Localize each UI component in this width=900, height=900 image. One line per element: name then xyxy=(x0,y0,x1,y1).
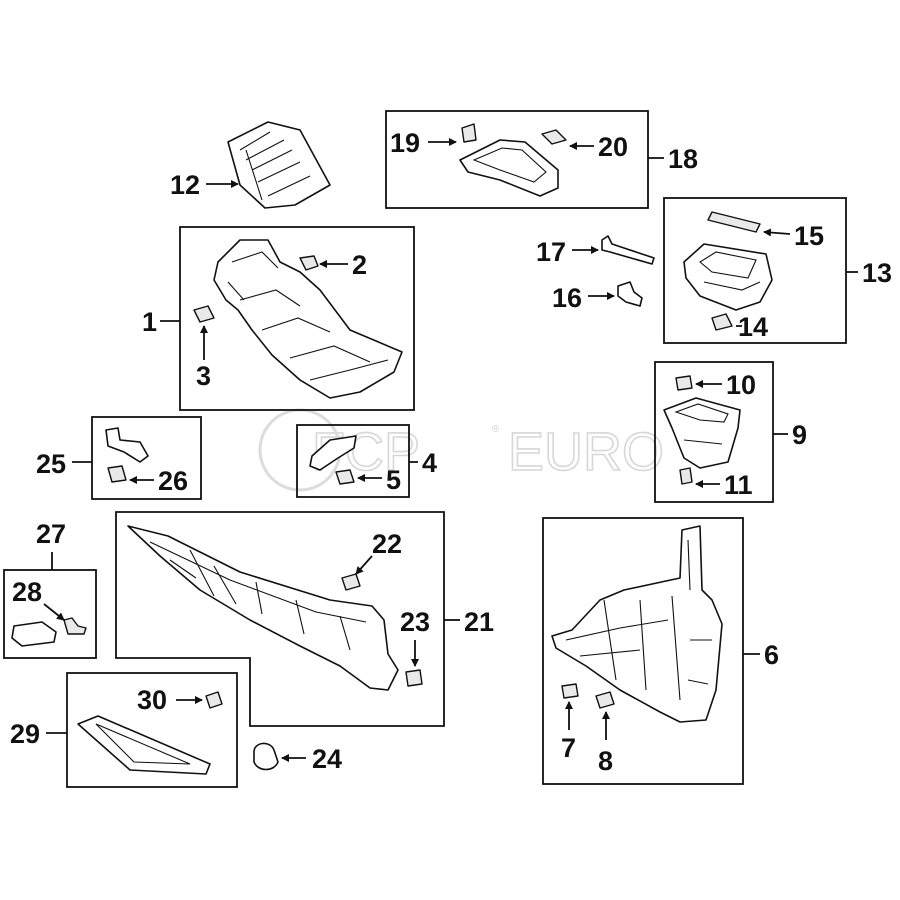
part-23-clip xyxy=(405,669,423,687)
group-box-1: 1 2 3 xyxy=(142,226,415,411)
part-22-clip xyxy=(341,573,361,591)
box-6 xyxy=(542,517,744,785)
callout-28: 28 xyxy=(12,577,42,607)
callout-17: 17 xyxy=(536,237,566,267)
part-12-tray xyxy=(227,121,331,209)
callout-1: 1 xyxy=(142,307,157,337)
part-1-console xyxy=(213,239,403,399)
callout-26: 26 xyxy=(158,466,188,496)
callout-22: 22 xyxy=(372,529,402,559)
callout-19: 19 xyxy=(390,128,420,158)
callout-24: 24 xyxy=(312,744,342,774)
box-18 xyxy=(385,110,649,209)
group-box-21: 22 23 21 xyxy=(115,511,494,727)
callout-25: 25 xyxy=(36,449,66,479)
part-11-clip xyxy=(679,467,693,485)
callout-6: 6 xyxy=(764,640,779,670)
part-10-clip xyxy=(675,375,693,391)
callout-4: 4 xyxy=(422,448,437,478)
leader-22 xyxy=(355,555,373,575)
part-9-inner xyxy=(674,403,729,445)
callout-29: 29 xyxy=(10,719,40,749)
part-28-panel xyxy=(11,621,57,647)
part-16-group: 16 xyxy=(552,281,643,313)
callout-18: 18 xyxy=(668,144,698,174)
part-7-clip xyxy=(561,683,579,699)
callout-16: 16 xyxy=(552,283,582,313)
part-3-clip xyxy=(193,305,215,323)
part-25-bracket xyxy=(105,427,149,463)
callout-30: 30 xyxy=(137,685,167,715)
callout-7: 7 xyxy=(561,733,576,763)
part-13-inner xyxy=(699,251,761,291)
part-18-inner xyxy=(472,147,547,183)
part-1-details xyxy=(227,251,389,381)
group-box-29: 30 29 xyxy=(10,672,238,788)
group-box-6: 7 8 6 xyxy=(542,517,779,785)
callout-9: 9 xyxy=(792,420,807,450)
callout-2: 2 xyxy=(352,250,367,280)
box-1 xyxy=(179,226,415,411)
part-20-pad xyxy=(541,129,567,145)
part-13-bin xyxy=(683,243,773,311)
part-17-rod xyxy=(601,235,655,265)
callout-10: 10 xyxy=(726,370,756,400)
watermark-suffix: EURO xyxy=(508,422,664,482)
part-9-cup xyxy=(663,397,741,469)
callout-21: 21 xyxy=(464,607,494,637)
callout-3: 3 xyxy=(196,361,211,391)
part-21-details xyxy=(149,541,367,651)
part-17-group: 17 xyxy=(536,235,655,267)
part-6-details xyxy=(565,539,712,701)
part-19-clip xyxy=(461,123,477,143)
watermark-logo: FCP ® EURO xyxy=(258,408,665,492)
box-29 xyxy=(66,672,238,788)
group-box-13: 15 14 13 xyxy=(663,197,892,344)
callout-23: 23 xyxy=(400,607,430,637)
part-14-clip xyxy=(711,313,733,331)
box-13 xyxy=(663,197,847,344)
callout-12: 12 xyxy=(170,170,200,200)
leader-15 xyxy=(763,228,791,237)
part-6-housing xyxy=(551,525,723,723)
callout-15: 15 xyxy=(794,221,824,251)
part-5-clip xyxy=(335,469,355,485)
box-25 xyxy=(91,416,202,500)
part-8-clip xyxy=(595,691,615,709)
group-box-18: 19 20 18 xyxy=(385,110,698,209)
box-21 xyxy=(115,511,445,727)
part-26-clip xyxy=(107,465,127,483)
part-24-group: 24 xyxy=(253,742,342,774)
callout-14: 14 xyxy=(738,312,768,342)
part-15-lid xyxy=(707,211,761,233)
callout-20: 20 xyxy=(598,132,628,162)
part-16-bracket xyxy=(617,281,643,307)
callout-27: 27 xyxy=(36,519,66,549)
part-12-ribs xyxy=(239,131,311,201)
box-4 xyxy=(296,424,410,498)
group-box-28: 27 28 xyxy=(3,519,97,659)
group-box-9: 10 11 9 xyxy=(654,361,807,503)
leader-28 xyxy=(43,603,65,621)
box-9 xyxy=(654,361,774,503)
part-29-inner xyxy=(95,723,191,765)
part-4-bracket xyxy=(309,435,357,471)
callout-8: 8 xyxy=(598,746,613,776)
callout-5: 5 xyxy=(386,465,401,495)
part-12-group: 12 xyxy=(170,121,331,209)
watermark-registered: ® xyxy=(492,424,500,435)
part-21-panel xyxy=(127,525,399,691)
callout-13: 13 xyxy=(862,258,892,288)
part-24-plug xyxy=(253,742,279,771)
callout-11: 11 xyxy=(724,470,753,500)
group-box-4: 5 4 xyxy=(296,424,437,498)
box-28 xyxy=(3,569,97,659)
part-28-fastener xyxy=(63,617,87,635)
group-box-25: 26 25 xyxy=(36,416,202,500)
part-2-clip xyxy=(299,255,319,271)
part-30-clip xyxy=(205,691,223,709)
